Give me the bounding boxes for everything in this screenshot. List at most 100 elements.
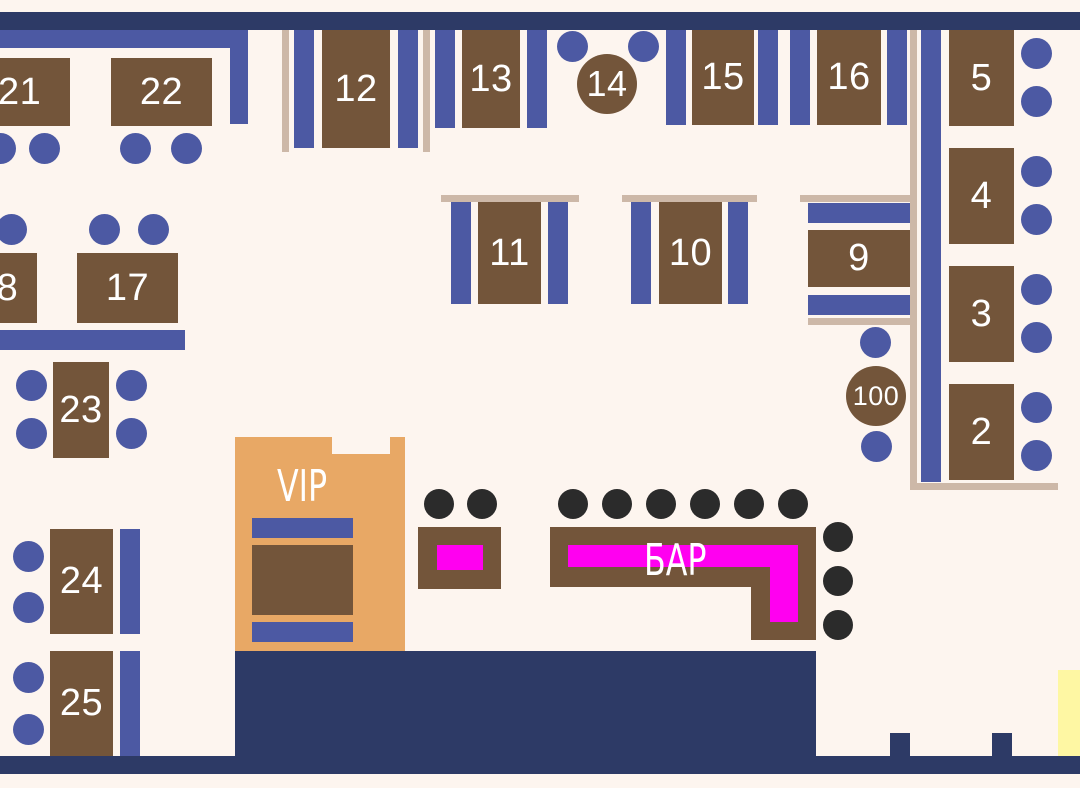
bottom-strip (0, 774, 1080, 788)
rail (282, 30, 289, 152)
table-17[interactable]: 17 (77, 253, 178, 323)
bench (887, 30, 907, 125)
bench (120, 651, 140, 756)
bar-stool (646, 489, 676, 519)
table-9[interactable]: 9 (808, 230, 910, 287)
seat (138, 214, 169, 245)
seat (557, 31, 588, 62)
table-10[interactable]: 10 (659, 202, 722, 304)
rail (910, 30, 917, 490)
rail (622, 195, 757, 202)
seat (1021, 274, 1052, 305)
table-9-label: 9 (848, 237, 870, 279)
table-11[interactable]: 11 (478, 202, 541, 304)
table-2-label: 2 (970, 410, 993, 453)
table-22-label: 22 (139, 70, 184, 113)
seat (861, 431, 892, 462)
seat (1021, 38, 1052, 69)
table-16-label: 16 (827, 56, 871, 98)
seat (120, 133, 151, 164)
rail (423, 30, 430, 152)
bar-label: БАР (644, 535, 707, 586)
bench-top-left-corner (230, 30, 248, 124)
door-post (992, 733, 1012, 761)
bar-stool (690, 489, 720, 519)
table-100[interactable]: 100 (846, 366, 906, 426)
table-14[interactable]: 14 (577, 54, 637, 114)
table-12-label: 12 (334, 67, 378, 110)
bench (0, 330, 185, 350)
bar-stool (734, 489, 764, 519)
bench-top-left (0, 30, 248, 48)
table-100-label: 100 (852, 380, 900, 411)
table-12[interactable]: 12 (322, 30, 390, 148)
seat (116, 418, 147, 449)
seat (13, 541, 44, 572)
bar-stool (424, 489, 454, 519)
vip-zone[interactable] (235, 437, 405, 652)
seat (0, 133, 16, 164)
vip-label: VIP (277, 461, 328, 512)
table-15[interactable]: 15 (692, 30, 754, 125)
bar-stool (778, 489, 808, 519)
bar-back-area (235, 651, 816, 761)
table-3-label: 3 (970, 292, 993, 335)
bar-stool (558, 489, 588, 519)
seat (89, 214, 120, 245)
seat (16, 418, 47, 449)
table-17-label: 17 (105, 266, 150, 309)
seat (29, 133, 60, 164)
bench (808, 203, 910, 223)
seat (1021, 204, 1052, 235)
table-13[interactable]: 13 (462, 30, 520, 128)
bar-side-neon (437, 545, 483, 570)
table-4-label: 4 (970, 174, 993, 217)
table-3[interactable]: 3 (949, 266, 1014, 362)
table-2[interactable]: 2 (949, 384, 1014, 480)
bar-neon-side (770, 545, 798, 622)
bench (631, 202, 651, 304)
table-23-label: 23 (59, 388, 103, 431)
bench (758, 30, 778, 125)
bar-stool (467, 489, 497, 519)
bar-neon-top (568, 545, 798, 567)
seat (0, 214, 27, 245)
door-post (890, 733, 910, 761)
table-24-label: 24 (59, 560, 104, 602)
seat (16, 370, 47, 401)
bar-stool (823, 610, 853, 640)
seat (171, 133, 202, 164)
seat (1021, 392, 1052, 423)
bench (252, 622, 353, 642)
table-14-label: 14 (586, 63, 628, 104)
seat (13, 662, 44, 693)
seat (1021, 156, 1052, 187)
seat (1021, 440, 1052, 471)
table-5[interactable]: 5 (949, 30, 1014, 126)
table-24[interactable]: 24 (50, 529, 113, 634)
table-25-label: 25 (59, 682, 104, 724)
table-21[interactable]: 21 (0, 58, 70, 126)
table-23[interactable]: 23 (53, 362, 109, 458)
seat (116, 370, 147, 401)
table-4[interactable]: 4 (949, 148, 1014, 244)
bench (398, 30, 418, 148)
bench (808, 295, 910, 315)
bar-stool (602, 489, 632, 519)
bench (120, 529, 140, 634)
seat (13, 592, 44, 623)
vip-table[interactable] (252, 545, 353, 615)
seat (1021, 322, 1052, 353)
table-16[interactable]: 16 (817, 30, 881, 125)
table-25[interactable]: 25 (50, 651, 113, 756)
seat (1021, 86, 1052, 117)
seat (13, 714, 44, 745)
table-18[interactable]: 18 (0, 253, 37, 323)
bench (666, 30, 686, 125)
table-10-label: 10 (668, 231, 713, 274)
table-22[interactable]: 22 (111, 58, 212, 126)
table-15-label: 15 (701, 56, 745, 98)
rail (910, 483, 1058, 490)
bench (728, 202, 748, 304)
